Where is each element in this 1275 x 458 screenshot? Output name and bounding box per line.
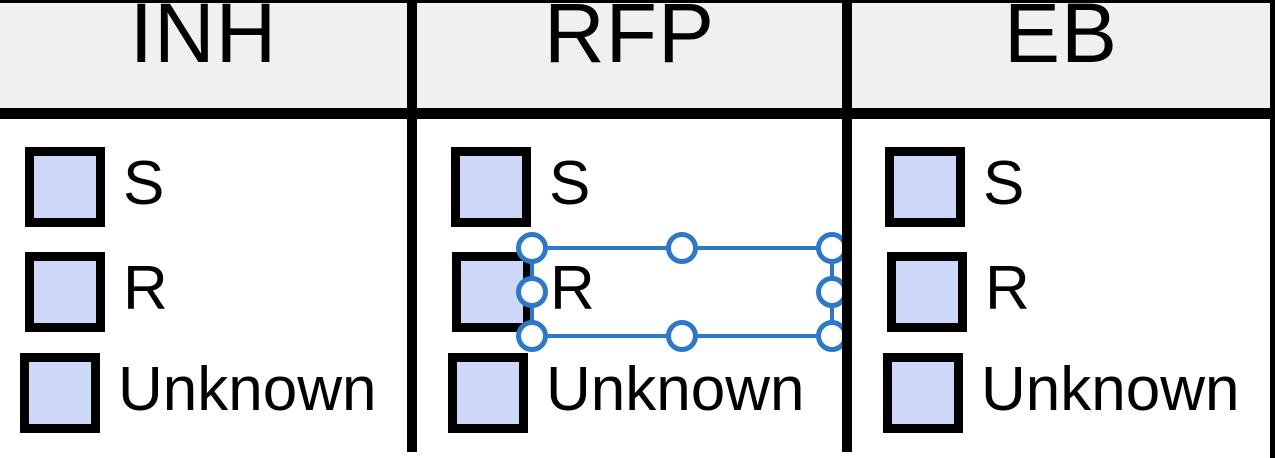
- checkbox-rfp-r-label: R: [550, 254, 595, 323]
- column-divider-2: [842, 0, 852, 452]
- checkbox-eb-r-label: R: [985, 254, 1030, 323]
- checkbox-rfp-unknown[interactable]: [448, 353, 528, 433]
- checkbox-inh-r[interactable]: [25, 252, 105, 332]
- column-header-inh-label: INH: [129, 0, 278, 80]
- checkbox-rfp-unknown-label: Unknown: [546, 355, 805, 424]
- checkbox-inh-s-label: S: [123, 149, 165, 218]
- column-header-rfp: RFP: [417, 0, 842, 108]
- option-row-inh-r: R: [25, 252, 168, 332]
- column-divider-1: [407, 0, 417, 452]
- checkbox-rfp-s-label: S: [549, 149, 591, 218]
- option-row-eb-unknown: Unknown: [883, 353, 1239, 433]
- checkbox-inh-unknown[interactable]: [20, 353, 100, 433]
- checkbox-inh-unknown-label: Unknown: [118, 355, 377, 424]
- selection-handle-bottom-center[interactable]: [666, 320, 698, 352]
- annotation-selection-overlay: [516, 232, 848, 352]
- checkbox-rfp-s[interactable]: [451, 147, 531, 227]
- header-separator-line: [0, 108, 1275, 119]
- option-row-eb-r: R: [887, 252, 1030, 332]
- selection-handle-top-center[interactable]: [666, 232, 698, 264]
- table-right-border: [1270, 0, 1275, 458]
- checkbox-eb-r[interactable]: [887, 252, 967, 332]
- checkbox-eb-unknown-label: Unknown: [981, 355, 1240, 424]
- option-row-inh-unknown: Unknown: [20, 353, 376, 433]
- checkbox-eb-s-label: S: [983, 149, 1025, 218]
- column-header-rfp-label: RFP: [544, 0, 715, 80]
- option-row-inh-s: S: [25, 147, 164, 227]
- option-row-rfp-s: S: [451, 147, 590, 227]
- option-row-eb-s: S: [885, 147, 1024, 227]
- column-header-eb-label: EB: [1003, 0, 1119, 80]
- header-band: [0, 0, 1275, 108]
- selection-handle-bottom-left[interactable]: [516, 320, 548, 352]
- selection-handle-middle-left[interactable]: [516, 276, 548, 308]
- checkbox-eb-s[interactable]: [885, 147, 965, 227]
- table-top-border: [0, 0, 1275, 3]
- checkbox-eb-unknown[interactable]: [883, 353, 963, 433]
- column-header-inh: INH: [0, 0, 407, 108]
- selection-handle-top-left[interactable]: [516, 232, 548, 264]
- option-row-rfp-unknown: Unknown: [448, 353, 804, 433]
- column-header-eb: EB: [852, 0, 1270, 108]
- checkbox-inh-s[interactable]: [25, 147, 105, 227]
- checkbox-inh-r-label: R: [123, 254, 168, 323]
